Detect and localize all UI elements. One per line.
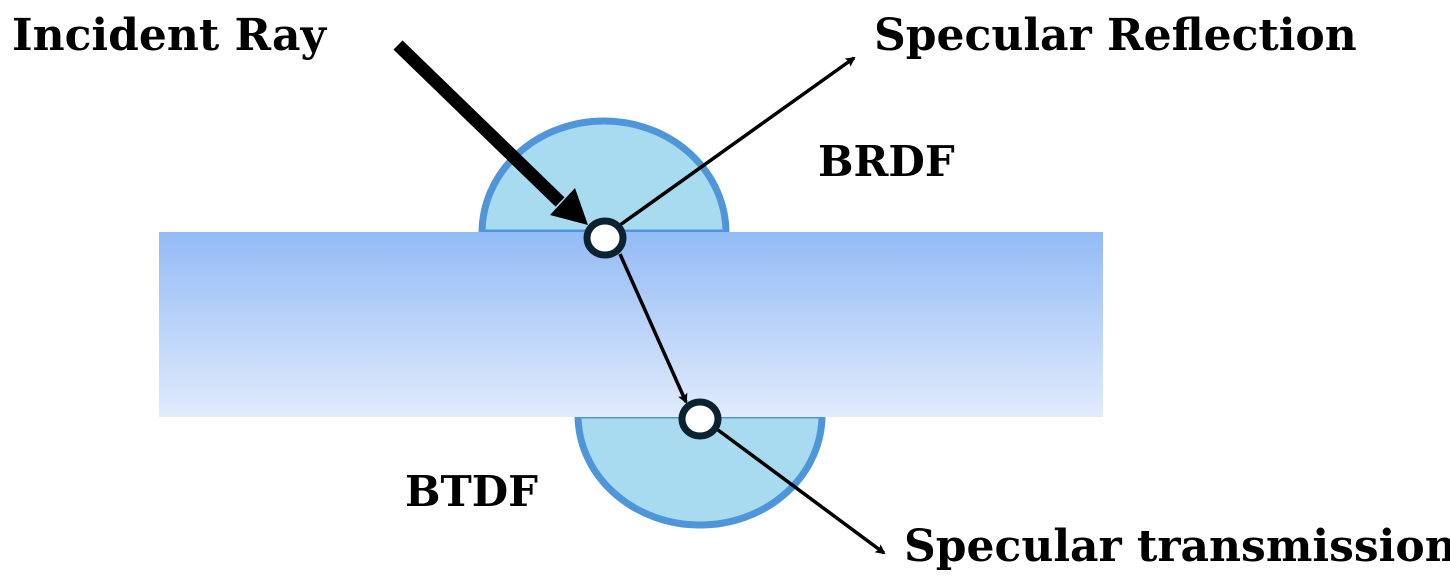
refraction-ray-arrow [618, 253, 688, 404]
specular-reflection-label: Specular Reflection [874, 10, 1357, 61]
transmission-ray-arrow [716, 428, 886, 555]
reflection-ray-arrow [618, 56, 856, 227]
bottom-interaction-node [678, 398, 722, 440]
incident-ray-label: Incident Ray [12, 10, 328, 61]
brdf-label: BRDF [818, 137, 955, 186]
specular-transmission-label: Specular transmission [904, 521, 1450, 572]
material-slab [159, 232, 1103, 417]
top-interaction-node [583, 217, 627, 259]
btdf-lobe [574, 411, 826, 529]
incident-ray-arrow [393, 40, 588, 225]
brdf-lobe [478, 117, 730, 237]
btdf-label: BTDF [405, 467, 538, 516]
